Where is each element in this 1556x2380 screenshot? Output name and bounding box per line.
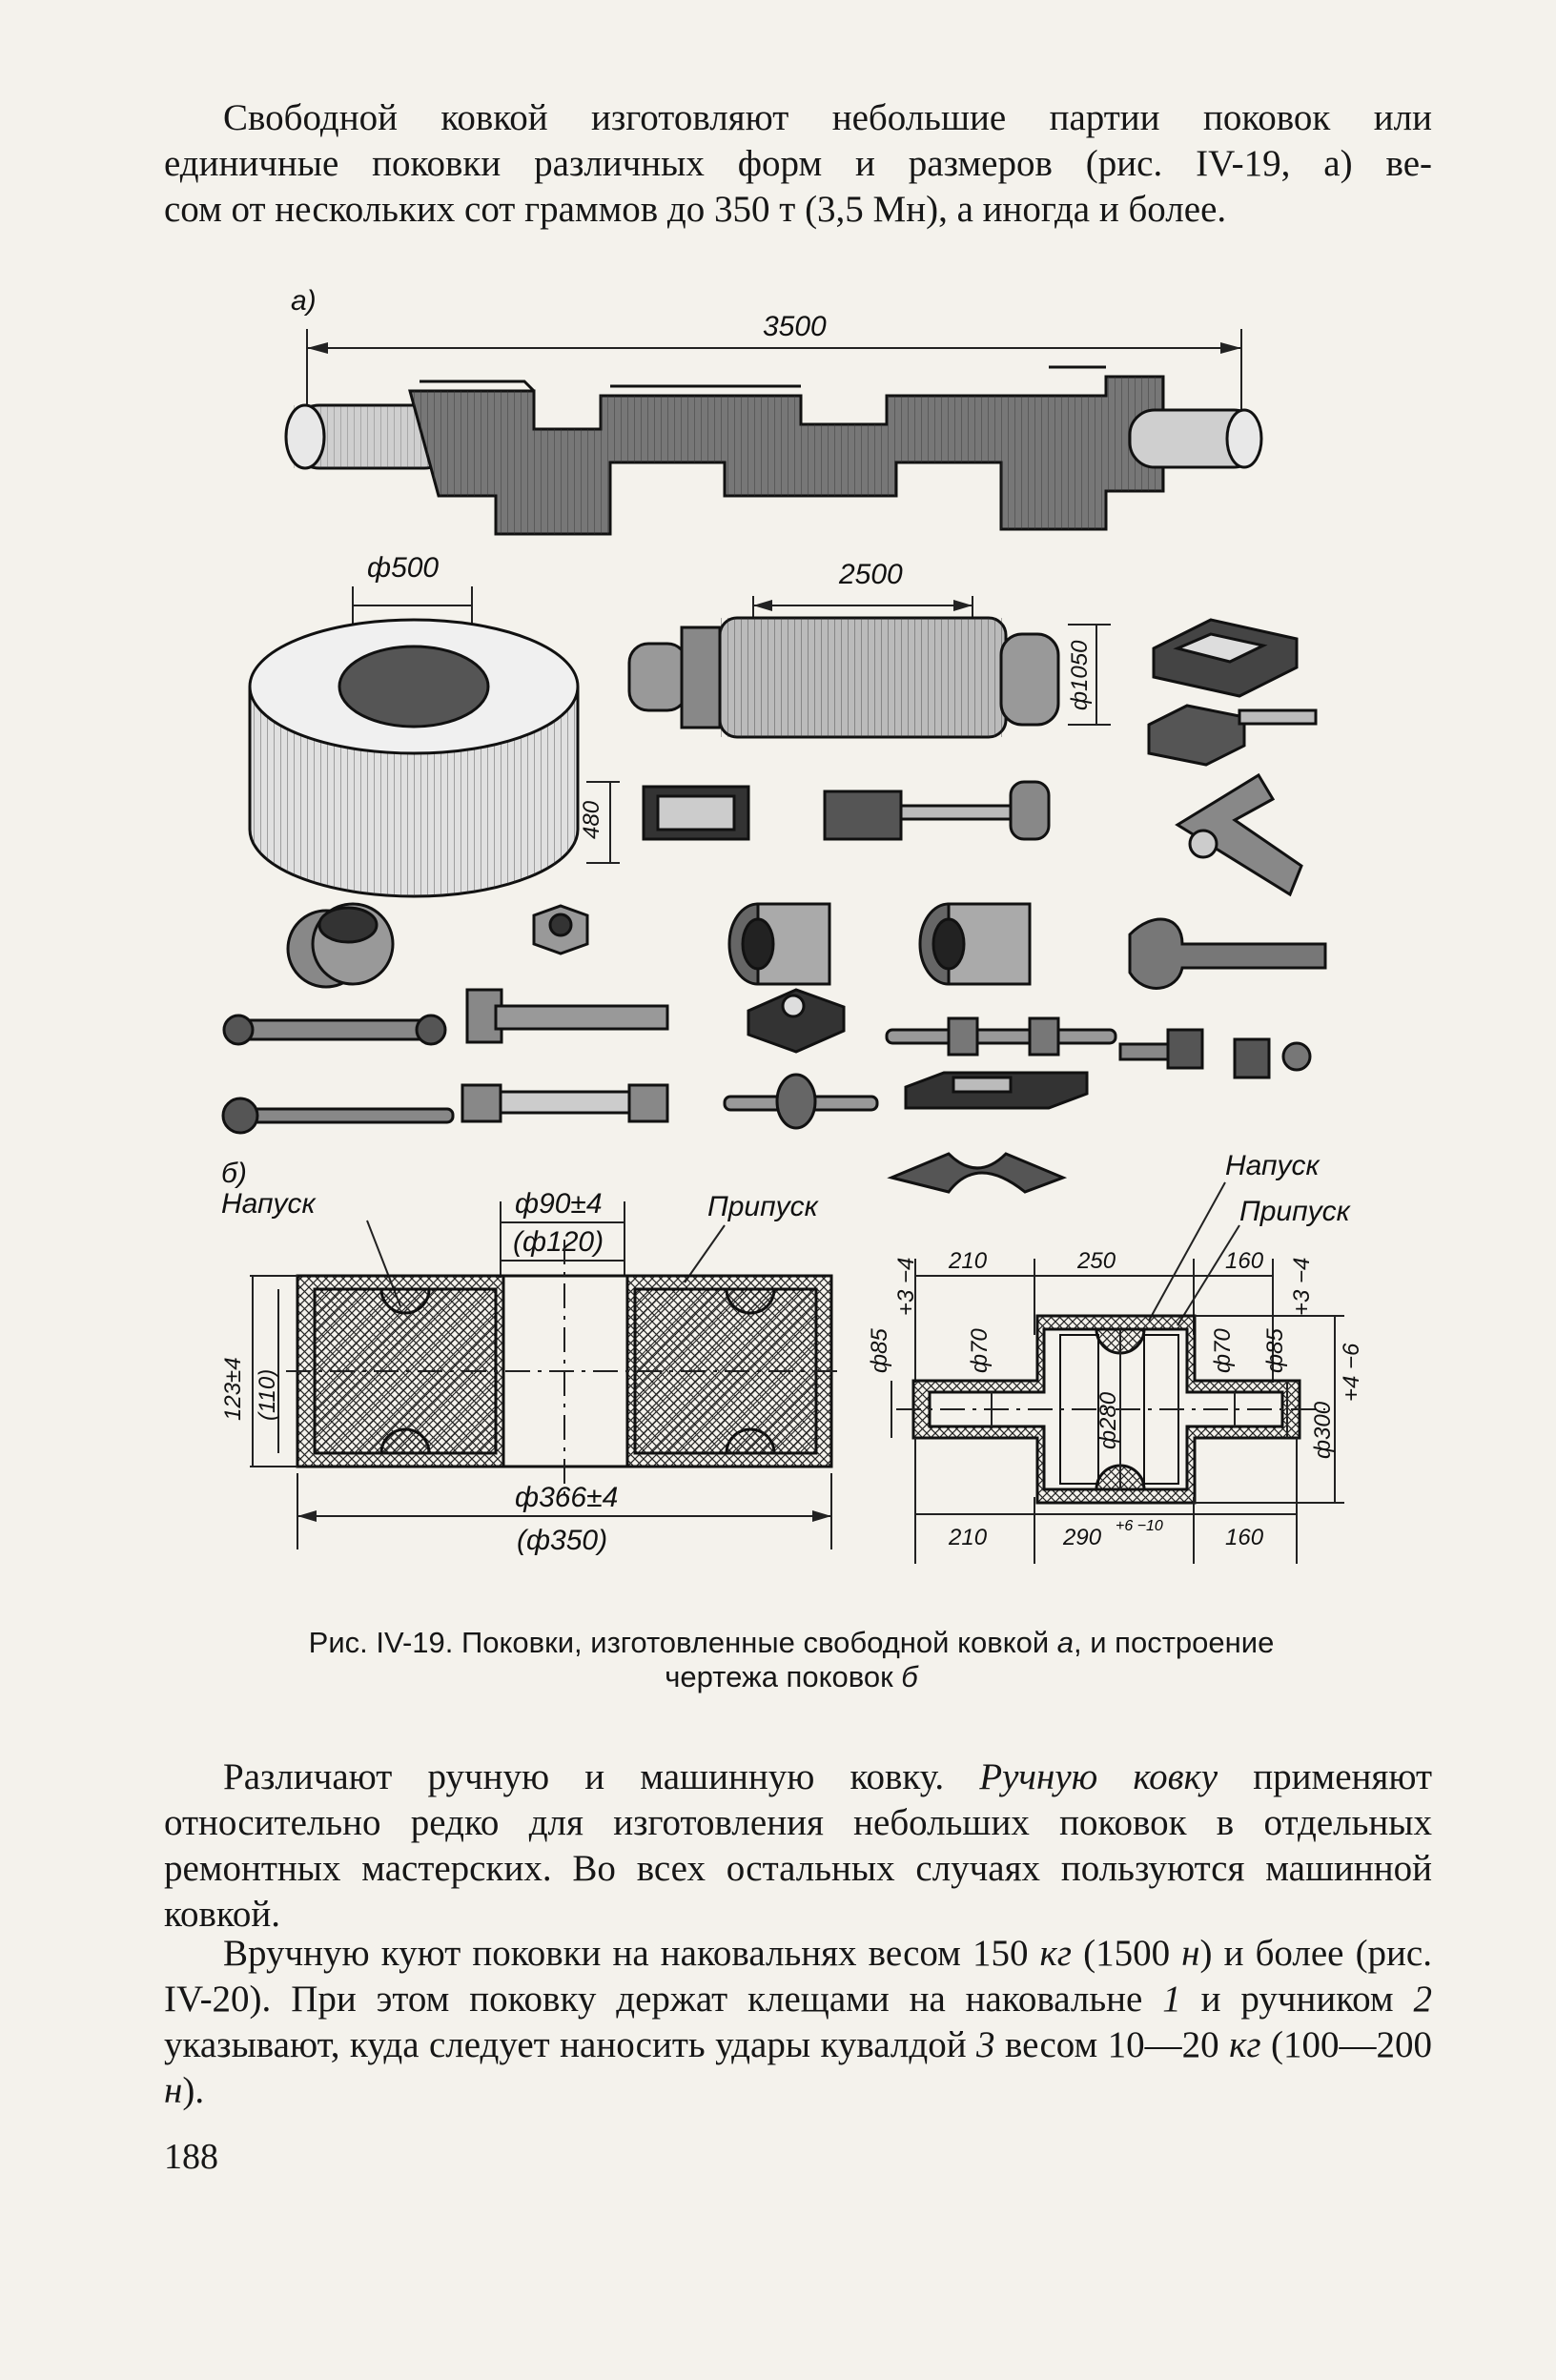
- shaft-length-dimension: 3500: [306, 311, 1242, 424]
- c-d300-label: ф300: [1310, 1401, 1336, 1459]
- panel-b-label: б): [221, 1158, 247, 1189]
- c-d85-left-label: ф85: [867, 1328, 892, 1373]
- disc-forging-drawing: ф90±4 (ф120) 123±4 (110) ф366±4 (ф: [220, 1188, 844, 1556]
- c-bottom-right-label: 160: [1225, 1525, 1264, 1550]
- b-height-label: 123±4: [220, 1357, 246, 1421]
- c-top-left-label: 210: [948, 1248, 988, 1274]
- p3-u1: кг: [1039, 1933, 1072, 1974]
- p3-t5: указывают, куда следует наносить удары к…: [164, 2024, 977, 2065]
- b-bore-nominal-label: (ф120): [513, 1226, 604, 1258]
- p3-u2: н: [1181, 1933, 1200, 1974]
- top-line-2: единичные поковки различных форм и разме…: [164, 143, 1432, 184]
- caption-line-2: чертежа поковок: [665, 1660, 893, 1693]
- p3-t1: Вручную куют поковки на наковальнях весо…: [223, 1933, 1040, 1974]
- p3-t3: ) и более (рис. IV-20). При этом поковку…: [164, 1933, 1432, 2020]
- caption-middle: , и построение: [1074, 1626, 1275, 1659]
- p3-t7: (100—200: [1260, 2024, 1432, 2065]
- b-height-nominal-label: (110): [255, 1369, 280, 1421]
- p3-u3: кг: [1229, 2024, 1261, 2065]
- c-d70-right-label: ф70: [1210, 1328, 1236, 1373]
- ring-forging: ф500 480: [248, 552, 620, 898]
- c-top-mid-label: 250: [1076, 1248, 1116, 1274]
- c-d300-tol: +4 −6: [1339, 1343, 1364, 1402]
- c-bottom-mid-label: 290: [1062, 1525, 1102, 1550]
- c-d70-left-label: ф70: [967, 1328, 993, 1373]
- p3-n1: 1: [1162, 1979, 1181, 2020]
- paragraph-manual-vs-machine: Различают ручную и машинную ковку. Ручну…: [164, 1754, 1432, 1938]
- roller-forging: 2500 ф1050: [627, 559, 1111, 739]
- p3-t6: весом 10—20: [994, 2024, 1230, 2065]
- b-bore-label: ф90±4: [515, 1188, 603, 1220]
- crankshaft-forging: [284, 365, 1263, 536]
- top-paragraph: Свободной ковкой изготовляют небольшие п…: [164, 95, 1432, 233]
- caption-ref-b: б: [901, 1660, 918, 1693]
- c-top-right-label: 160: [1225, 1248, 1264, 1274]
- pripusk-right-label: Припуск: [1239, 1196, 1352, 1227]
- figure-caption: Рис. IV-19. Поковки, изготовленные свобо…: [172, 1626, 1411, 1694]
- shaft-length-label: 3500: [763, 311, 827, 342]
- forgings-figure: а) 3500 ф500: [220, 285, 1364, 1564]
- b-outer-nominal-label: (ф350): [517, 1525, 607, 1556]
- c-d85-left-tol: +3 −4: [893, 1258, 919, 1316]
- p2-emphasis: Ручную ковку: [979, 1756, 1218, 1797]
- p2-text-2: применяют относительно редко для изготов…: [164, 1756, 1432, 1935]
- caption-ref-a: а: [1056, 1626, 1075, 1659]
- p3-n3: 3: [976, 2024, 995, 2065]
- p3-t4: и ручником: [1180, 1979, 1414, 2020]
- napusk-right-label: Напуск: [1225, 1150, 1321, 1181]
- ring-diameter-label: ф500: [367, 552, 439, 584]
- p2-text-1: Различают ручную и машинную ковку.: [223, 1756, 980, 1797]
- pripusk-left-label: Припуск: [707, 1191, 820, 1222]
- c-d85-right-label: ф85: [1262, 1328, 1288, 1373]
- roller-length-label: 2500: [838, 559, 903, 590]
- ring-height-label: 480: [579, 800, 604, 839]
- top-line-3: сом от нескольких сот граммов до 350 т (…: [164, 189, 1227, 230]
- small-forgings: [221, 618, 1327, 1194]
- c-bottom-mid-tol: +6 −10: [1116, 1518, 1163, 1534]
- p3-t8: ).: [182, 2070, 205, 2111]
- p3-u4: н: [164, 2070, 183, 2111]
- shaft-forging-drawing: 210 250 160 ф85 +3 −4 ф70 ф2: [867, 1248, 1364, 1564]
- panel-a-label: а): [291, 285, 317, 317]
- top-line-1: Свободной ковкой изготовляют небольшие п…: [223, 97, 1432, 138]
- caption-prefix: Рис. IV-19. Поковки, изготовленные свобо…: [308, 1626, 1050, 1659]
- b-outer-label: ф366±4: [515, 1482, 618, 1513]
- napusk-left-label: Напуск: [221, 1188, 317, 1220]
- paragraph-hand-forging: Вручную куют поковки на наковальнях весо…: [164, 1931, 1432, 2114]
- c-d85-right-tol: +3 −4: [1289, 1258, 1315, 1316]
- p3-t2: (1500: [1072, 1933, 1182, 1974]
- c-d280-label: ф280: [1095, 1391, 1121, 1449]
- roller-diameter-label: ф1050: [1067, 640, 1093, 710]
- page-number: 188: [164, 2137, 218, 2177]
- c-bottom-left-label: 210: [948, 1525, 988, 1550]
- p3-n2: 2: [1413, 1979, 1433, 2020]
